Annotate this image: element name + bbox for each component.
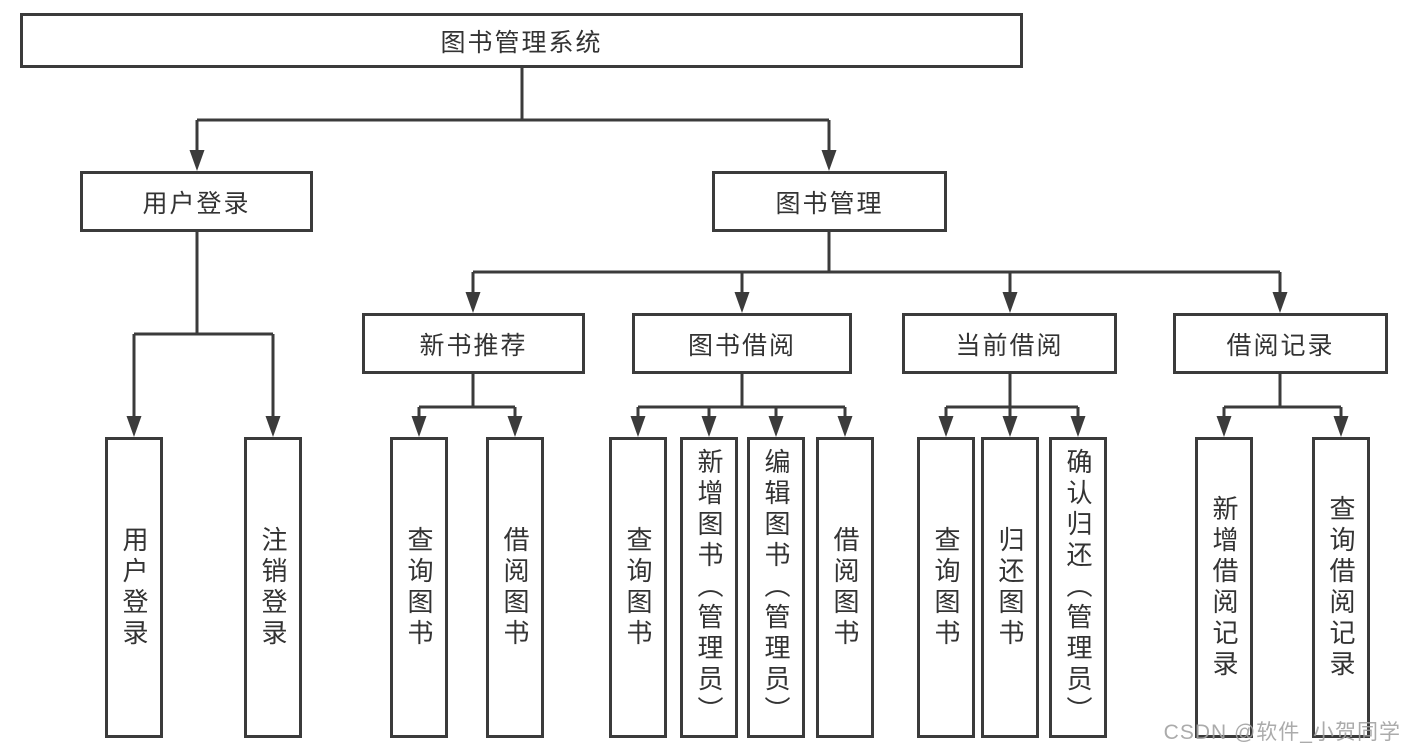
node-label: 图书管理系统 <box>440 28 603 57</box>
node-borrow-records: 借阅记录 <box>1173 313 1388 374</box>
leaf-logout: 注销登录 <box>244 437 302 738</box>
leaf-label: 查询图书 <box>623 525 653 650</box>
leaf-user-login: 用户登录 <box>105 437 163 738</box>
leaf-label: 查询借阅记录 <box>1326 494 1356 681</box>
leaf-add-books-admin: 新增图书（管理员） <box>680 437 738 738</box>
leaf-label: 确认归还（管理员） <box>1063 448 1093 727</box>
arrow-down-icon <box>1333 416 1349 437</box>
leaf-confirm-return-admin: 确认归还（管理员） <box>1049 437 1107 738</box>
arrow-down-icon <box>265 416 281 437</box>
node-root: 图书管理系统 <box>20 13 1023 68</box>
arrow-down-icon <box>630 416 646 437</box>
arrow-down-icon <box>821 150 837 171</box>
arrow-down-icon <box>1070 416 1086 437</box>
leaf-label: 借阅图书 <box>500 525 530 650</box>
node-user-login: 用户登录 <box>80 171 313 232</box>
arrow-down-icon <box>126 416 142 437</box>
node-label: 借阅记录 <box>1226 331 1335 360</box>
leaf-add-borrow-record: 新增借阅记录 <box>1195 437 1253 738</box>
arrow-down-icon <box>465 292 481 313</box>
arrow-down-icon <box>1002 416 1018 437</box>
leaf-label: 借阅图书 <box>830 525 860 650</box>
arrow-down-icon <box>768 416 784 437</box>
arrow-down-icon <box>837 416 853 437</box>
node-book-management: 图书管理 <box>712 171 947 232</box>
leaf-label: 编辑图书（管理员） <box>761 448 791 727</box>
leaf-borrow-books: 借阅图书 <box>816 437 874 738</box>
arrow-down-icon <box>701 416 717 437</box>
arrow-down-icon <box>734 292 750 313</box>
node-new-book-recommend: 新书推荐 <box>362 313 585 374</box>
connector-path <box>132 68 1343 420</box>
arrow-down-icon <box>1272 292 1288 313</box>
leaf-label: 新增借阅记录 <box>1209 494 1239 681</box>
leaf-label: 归还图书 <box>995 525 1025 650</box>
leaf-label: 用户登录 <box>119 525 149 650</box>
watermark-text: CSDN @软件_小贺同学 <box>1163 721 1401 744</box>
arrow-down-icon <box>411 416 427 437</box>
arrow-down-icon <box>189 150 205 171</box>
arrow-down-icon <box>1002 292 1018 313</box>
leaf-label: 查询图书 <box>931 525 961 650</box>
leaf-label: 查询图书 <box>404 525 434 650</box>
node-label: 当前借阅 <box>955 331 1064 360</box>
leaf-query-books-recommend: 查询图书 <box>390 437 448 738</box>
node-label: 新书推荐 <box>419 331 528 360</box>
leaf-label: 注销登录 <box>258 525 288 650</box>
arrow-down-icon <box>507 416 523 437</box>
node-book-borrow: 图书借阅 <box>632 313 852 374</box>
leaf-return-books: 归还图书 <box>981 437 1039 738</box>
leaf-query-books-borrow: 查询图书 <box>609 437 667 738</box>
leaf-borrow-books-recommend: 借阅图书 <box>486 437 544 738</box>
arrow-down-icon <box>1216 416 1232 437</box>
leaf-edit-books-admin: 编辑图书（管理员） <box>747 437 805 738</box>
arrow-down-icon <box>938 416 954 437</box>
node-label: 图书借阅 <box>687 331 796 360</box>
leaf-query-borrow-record: 查询借阅记录 <box>1312 437 1370 738</box>
node-label: 用户登录 <box>142 189 251 218</box>
node-label: 图书管理 <box>775 189 884 218</box>
leaf-label: 新增图书（管理员） <box>694 448 724 727</box>
node-current-borrow: 当前借阅 <box>902 313 1117 374</box>
leaf-query-books-current: 查询图书 <box>917 437 975 738</box>
